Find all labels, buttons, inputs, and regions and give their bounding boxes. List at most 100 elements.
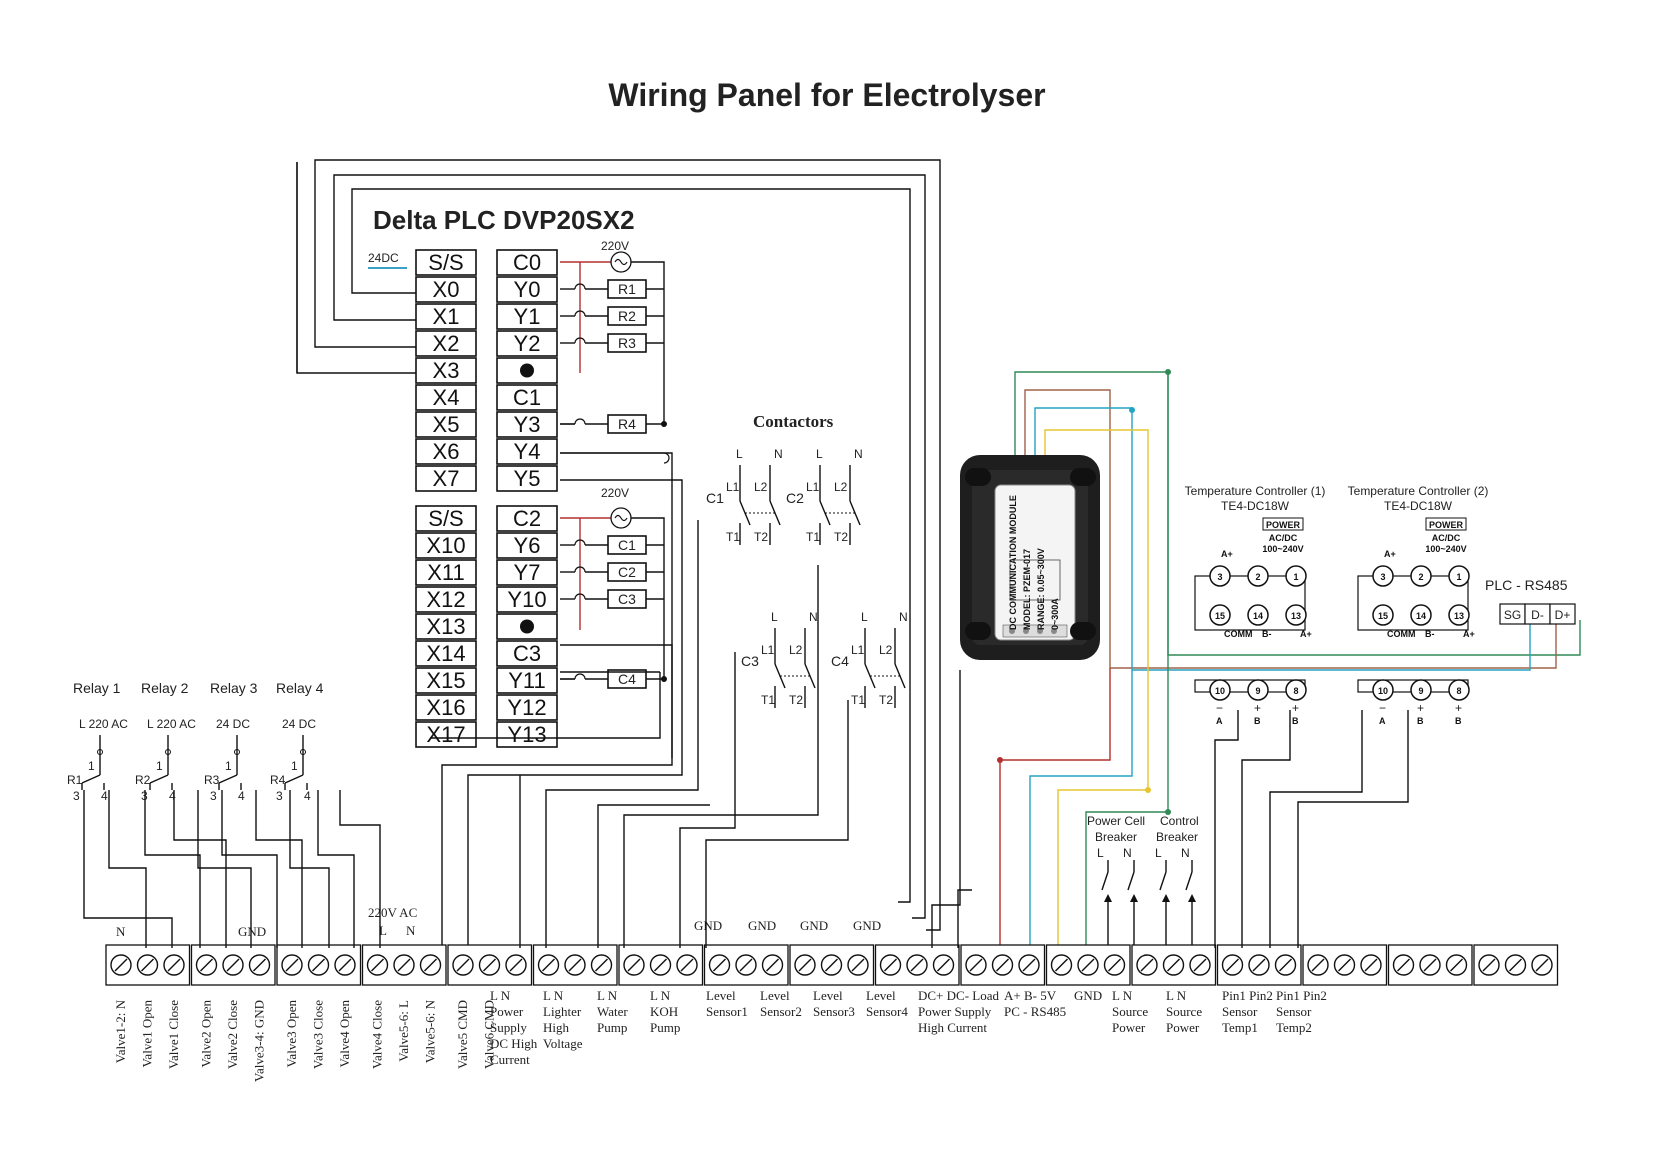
plc-output-label: Y12 (507, 695, 546, 720)
plc-input-cell (415, 276, 477, 303)
module-text: RANGE: 0.05~300V (1036, 548, 1046, 630)
tc-pin-bottom: 9 (1255, 686, 1260, 696)
terminal-group-label: Sensor (1222, 1004, 1258, 1019)
contactor-t2: T2 (789, 693, 803, 707)
term-ac-label: 220V AC (368, 905, 417, 920)
tc-pin-mid: 15 (1215, 611, 1225, 621)
tc-mid-label: A+ (1300, 629, 1312, 639)
tc-a-plus: A+ (1384, 549, 1396, 559)
terminal-group-label: Voltage (543, 1036, 583, 1051)
plc-output-label: Y10 (507, 587, 546, 612)
breaker-pole: L (1097, 846, 1104, 860)
terminal-group-label: DC High (490, 1036, 538, 1051)
terminal-group-label: L N (543, 988, 564, 1003)
relay-pin4: 4 (101, 789, 108, 803)
plc-input-label: X14 (426, 641, 465, 666)
plc-input-cell (415, 667, 477, 694)
contactor-l2: L2 (834, 480, 848, 494)
plc-output-cell (496, 667, 558, 694)
terminal-group-label: Pump (650, 1020, 680, 1035)
plc-output-label: Y11 (508, 668, 546, 693)
coil-label: C3 (618, 591, 636, 607)
rs485-pin: D- (1531, 608, 1544, 622)
control-breaker-line1: Control (1160, 814, 1199, 828)
plc-input-label: X5 (433, 412, 460, 437)
plc-output-cell (496, 640, 558, 667)
contactor-name: C1 (706, 490, 724, 506)
contactors-title: Contactors (753, 412, 834, 431)
tc-mid-label: A+ (1463, 629, 1475, 639)
coil-label: C4 (618, 671, 636, 687)
plc-input-label: X6 (433, 439, 460, 464)
control-breaker-line2: Breaker (1156, 830, 1198, 844)
plc-input-label: X12 (426, 587, 465, 612)
contactor-t1: T1 (761, 693, 775, 707)
relay-pin1: 1 (88, 759, 95, 773)
terminal-group-label: L N (1112, 988, 1133, 1003)
contactor-l1: L1 (761, 643, 775, 657)
bullet-mark (520, 363, 534, 378)
tc-a-plus: A+ (1221, 549, 1233, 559)
plc-input-wires (296, 159, 941, 931)
module-text: MODEL: PZEM-017 (1022, 549, 1032, 630)
terminal-group-label: Temp2 (1276, 1020, 1312, 1035)
terminal-group-label: Sensor (1276, 1004, 1312, 1019)
plc-input-label: X15 (426, 668, 465, 693)
plc-title: Delta PLC DVP20SX2 (373, 205, 635, 235)
tc-bottom-sign: + (1455, 701, 1462, 715)
plc-output-cell (496, 559, 558, 586)
tc-power: POWER (1266, 520, 1301, 530)
plc-input-cell (415, 330, 477, 357)
breaker-pole: L (1155, 846, 1162, 860)
terminal-group-label: GND (1074, 988, 1102, 1003)
terminal-vertical-label: Valve2 Open (199, 1000, 214, 1068)
coil-label: C2 (618, 564, 636, 580)
plc-output-label: Y5 (514, 466, 541, 491)
tc-bottom-sign: + (1254, 701, 1261, 715)
plc-input-cell (415, 721, 477, 748)
contactor-top-n: N (809, 610, 818, 624)
terminal-vertical-label: Valve6 CMD (482, 1000, 497, 1069)
terminal-group-label: Source (1166, 1004, 1202, 1019)
plc-output-label: Y3 (514, 412, 541, 437)
plc-output-label: Y7 (514, 560, 541, 585)
tc-model: TE4-DC18W (1384, 499, 1453, 513)
terminal-group-label: High (543, 1020, 570, 1035)
relay-coil: R2 (135, 773, 151, 787)
tc-bottom-sign: − (1379, 701, 1386, 715)
breaker-pole: N (1181, 846, 1190, 860)
relay-pin3: 3 (276, 789, 283, 803)
plc-input-label: X2 (433, 331, 460, 356)
plc-output-label: Y13 (507, 722, 546, 747)
terminal-vertical-label: Valve1-2: N (113, 999, 128, 1063)
tc-supply: AC/DC (1432, 533, 1461, 543)
contactor-l1: L1 (806, 480, 820, 494)
plc-output-label: Y4 (514, 439, 541, 464)
tc-bottom-label: B (1254, 716, 1261, 726)
contactor-t1: T1 (851, 693, 865, 707)
power-cell-breaker-line1: Power Cell (1087, 814, 1145, 828)
terminal-group-label: Pin1 Pin2 (1222, 988, 1273, 1003)
contactor-t1: T1 (806, 530, 820, 544)
terminal-group-label: Sensor1 (706, 1004, 748, 1019)
bullet-mark (520, 619, 534, 634)
coil-label: R2 (618, 308, 636, 324)
plc-input-cell (415, 249, 477, 276)
plc-output-cell (496, 384, 558, 411)
relay-rating: L 220 AC (147, 717, 196, 731)
plc-input-label: X0 (433, 277, 460, 302)
relay-name: Relay 1 (73, 680, 121, 696)
terminal-group-label: Source (1112, 1004, 1148, 1019)
supply-label: 24DC (368, 251, 399, 265)
plc-input-cell (415, 613, 477, 640)
terminal-vertical-label: Valve1 Close (166, 1000, 181, 1069)
relay-pin4: 4 (169, 789, 176, 803)
tc-pin-mid: 13 (1291, 611, 1301, 621)
plc-input-cell (415, 640, 477, 667)
terminal-group-label: Sensor3 (813, 1004, 855, 1019)
plc-input-cell (415, 559, 477, 586)
terminal-group-label: Pump (597, 1020, 627, 1035)
